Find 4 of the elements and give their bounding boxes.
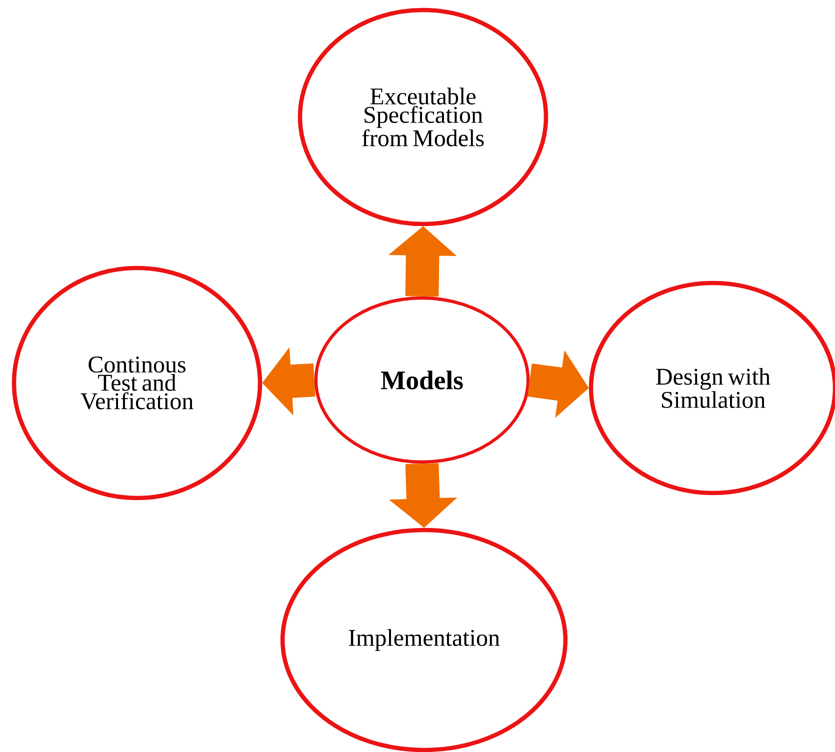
ellipse-node: Implementation <box>280 528 568 752</box>
ellipse-node: Models <box>314 296 530 464</box>
ellipse-node: Exceutable Specfication from Models <box>298 8 548 226</box>
ellipse-node: Continous Test and Verification <box>12 266 262 500</box>
